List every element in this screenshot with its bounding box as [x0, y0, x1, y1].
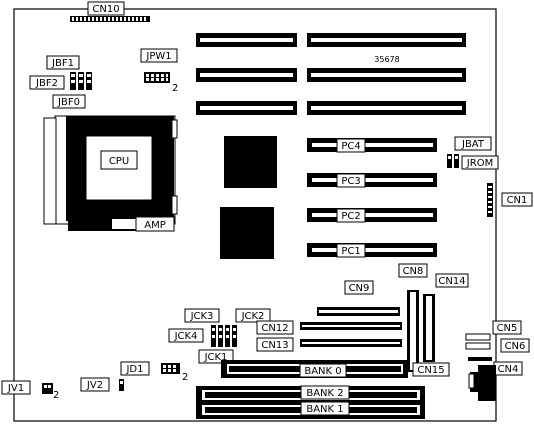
bank2-label: BANK 2 [306, 388, 343, 399]
jck2-label: JCK2 [241, 311, 265, 322]
jck1-label-box [198, 349, 234, 364]
cn12-label-box [256, 320, 294, 335]
pc1-label-box [336, 243, 366, 258]
cn1-header [487, 183, 493, 217]
jck3-label-box [184, 308, 220, 323]
bank0-label-box [299, 363, 347, 378]
jbat-label: JBAT [461, 139, 485, 150]
cn8-header [407, 290, 419, 372]
isa-slots-right [307, 33, 466, 115]
cn5-label-box [492, 320, 522, 335]
cn5-connector [465, 333, 491, 341]
cn9-label-box [344, 280, 374, 295]
jbf1-label: JBF1 [51, 58, 74, 69]
bank0-label: BANK 0 [304, 366, 341, 377]
board-number: 35678 [374, 55, 399, 64]
jbf0-label-box [52, 94, 86, 109]
jd1-pin-label: 2 [182, 372, 188, 383]
jrom-label-box [461, 155, 499, 170]
jv1-jumper [42, 383, 53, 394]
cn6-connector [465, 342, 491, 350]
chipset-upper [224, 136, 277, 188]
cn8-label-box [398, 263, 428, 278]
jpw1-label: JPW1 [145, 51, 171, 62]
jck4-label-box [168, 328, 204, 343]
cn10-label: CN10 [92, 4, 119, 15]
chipset-lower [220, 207, 274, 259]
cn12-label: CN12 [261, 323, 288, 334]
pc2-label-box [336, 208, 366, 223]
amp-lever [68, 216, 175, 232]
cpu-label: CPU [109, 156, 129, 167]
cn13-label-box [256, 337, 294, 352]
jbat-jumper [447, 154, 459, 168]
jrom-label: JROM [466, 158, 493, 169]
bank1-label-box [300, 401, 350, 416]
pc1-label: PC1 [341, 246, 360, 257]
cn9-header [317, 307, 400, 316]
cn1-label: CN1 [507, 195, 528, 206]
cpu-socket [43, 115, 178, 225]
cn9-label: CN9 [349, 283, 370, 294]
cn5-label: CN5 [497, 323, 518, 334]
bank1-label: BANK 1 [306, 404, 343, 415]
cn10-label-box [87, 1, 125, 16]
cpu-label-box [100, 150, 138, 170]
jv1-label: JV1 [7, 383, 24, 394]
jbf1-label-box [46, 55, 80, 70]
jpw1-pin-label: 2 [172, 83, 178, 94]
jck4-label: JCK4 [174, 331, 198, 342]
jck-jumpers [211, 325, 237, 347]
jv1-label-box [1, 380, 31, 395]
jd1-label: JD1 [125, 364, 143, 375]
jpw1-label-box [140, 48, 178, 63]
jd1-header [161, 363, 180, 374]
jd1-label-box [120, 361, 150, 376]
cn4-label: CN4 [498, 364, 519, 375]
jck3-label: JCK3 [190, 311, 214, 322]
jv2-label-box [80, 377, 110, 392]
cn13-label: CN13 [261, 340, 288, 351]
cn14-header [423, 294, 435, 362]
cn10-header [70, 16, 150, 22]
jpw1-header [144, 72, 170, 83]
jv1-pin-label: 2 [53, 390, 59, 401]
cn8-label: CN8 [403, 266, 424, 277]
cn6-label-box [500, 338, 530, 353]
jbf0-label: JBF0 [57, 97, 80, 108]
bank2-label-box [300, 385, 350, 400]
isa-slots-left [196, 33, 297, 115]
jbat-label-box [454, 136, 492, 151]
jv2-label: JV2 [86, 380, 103, 391]
pc3-label: PC3 [341, 176, 360, 187]
pc4-label-box [336, 138, 366, 153]
cn1-label-box [501, 192, 533, 207]
jck2-label-box [235, 308, 271, 323]
pc3-label-box [336, 173, 366, 188]
amp-label: AMP [144, 220, 166, 231]
cn4-connector [468, 357, 496, 401]
pc2-label: PC2 [341, 211, 360, 222]
jbf2-label: JBF2 [35, 78, 58, 89]
jv2-jumper [119, 379, 124, 391]
jck1-label: JCK1 [204, 352, 228, 363]
cn13-header [300, 339, 402, 347]
pc4-label: PC4 [341, 141, 360, 152]
cn14-label-box [435, 273, 469, 288]
cn12-header [300, 322, 402, 330]
jbf-jumpers [70, 72, 92, 90]
cn15-label: CN15 [417, 365, 444, 376]
cn14-label: CN14 [438, 276, 465, 287]
cn6-label: CN6 [505, 341, 526, 352]
jbf2-label-box [29, 75, 65, 90]
cn15-label-box [412, 362, 450, 377]
